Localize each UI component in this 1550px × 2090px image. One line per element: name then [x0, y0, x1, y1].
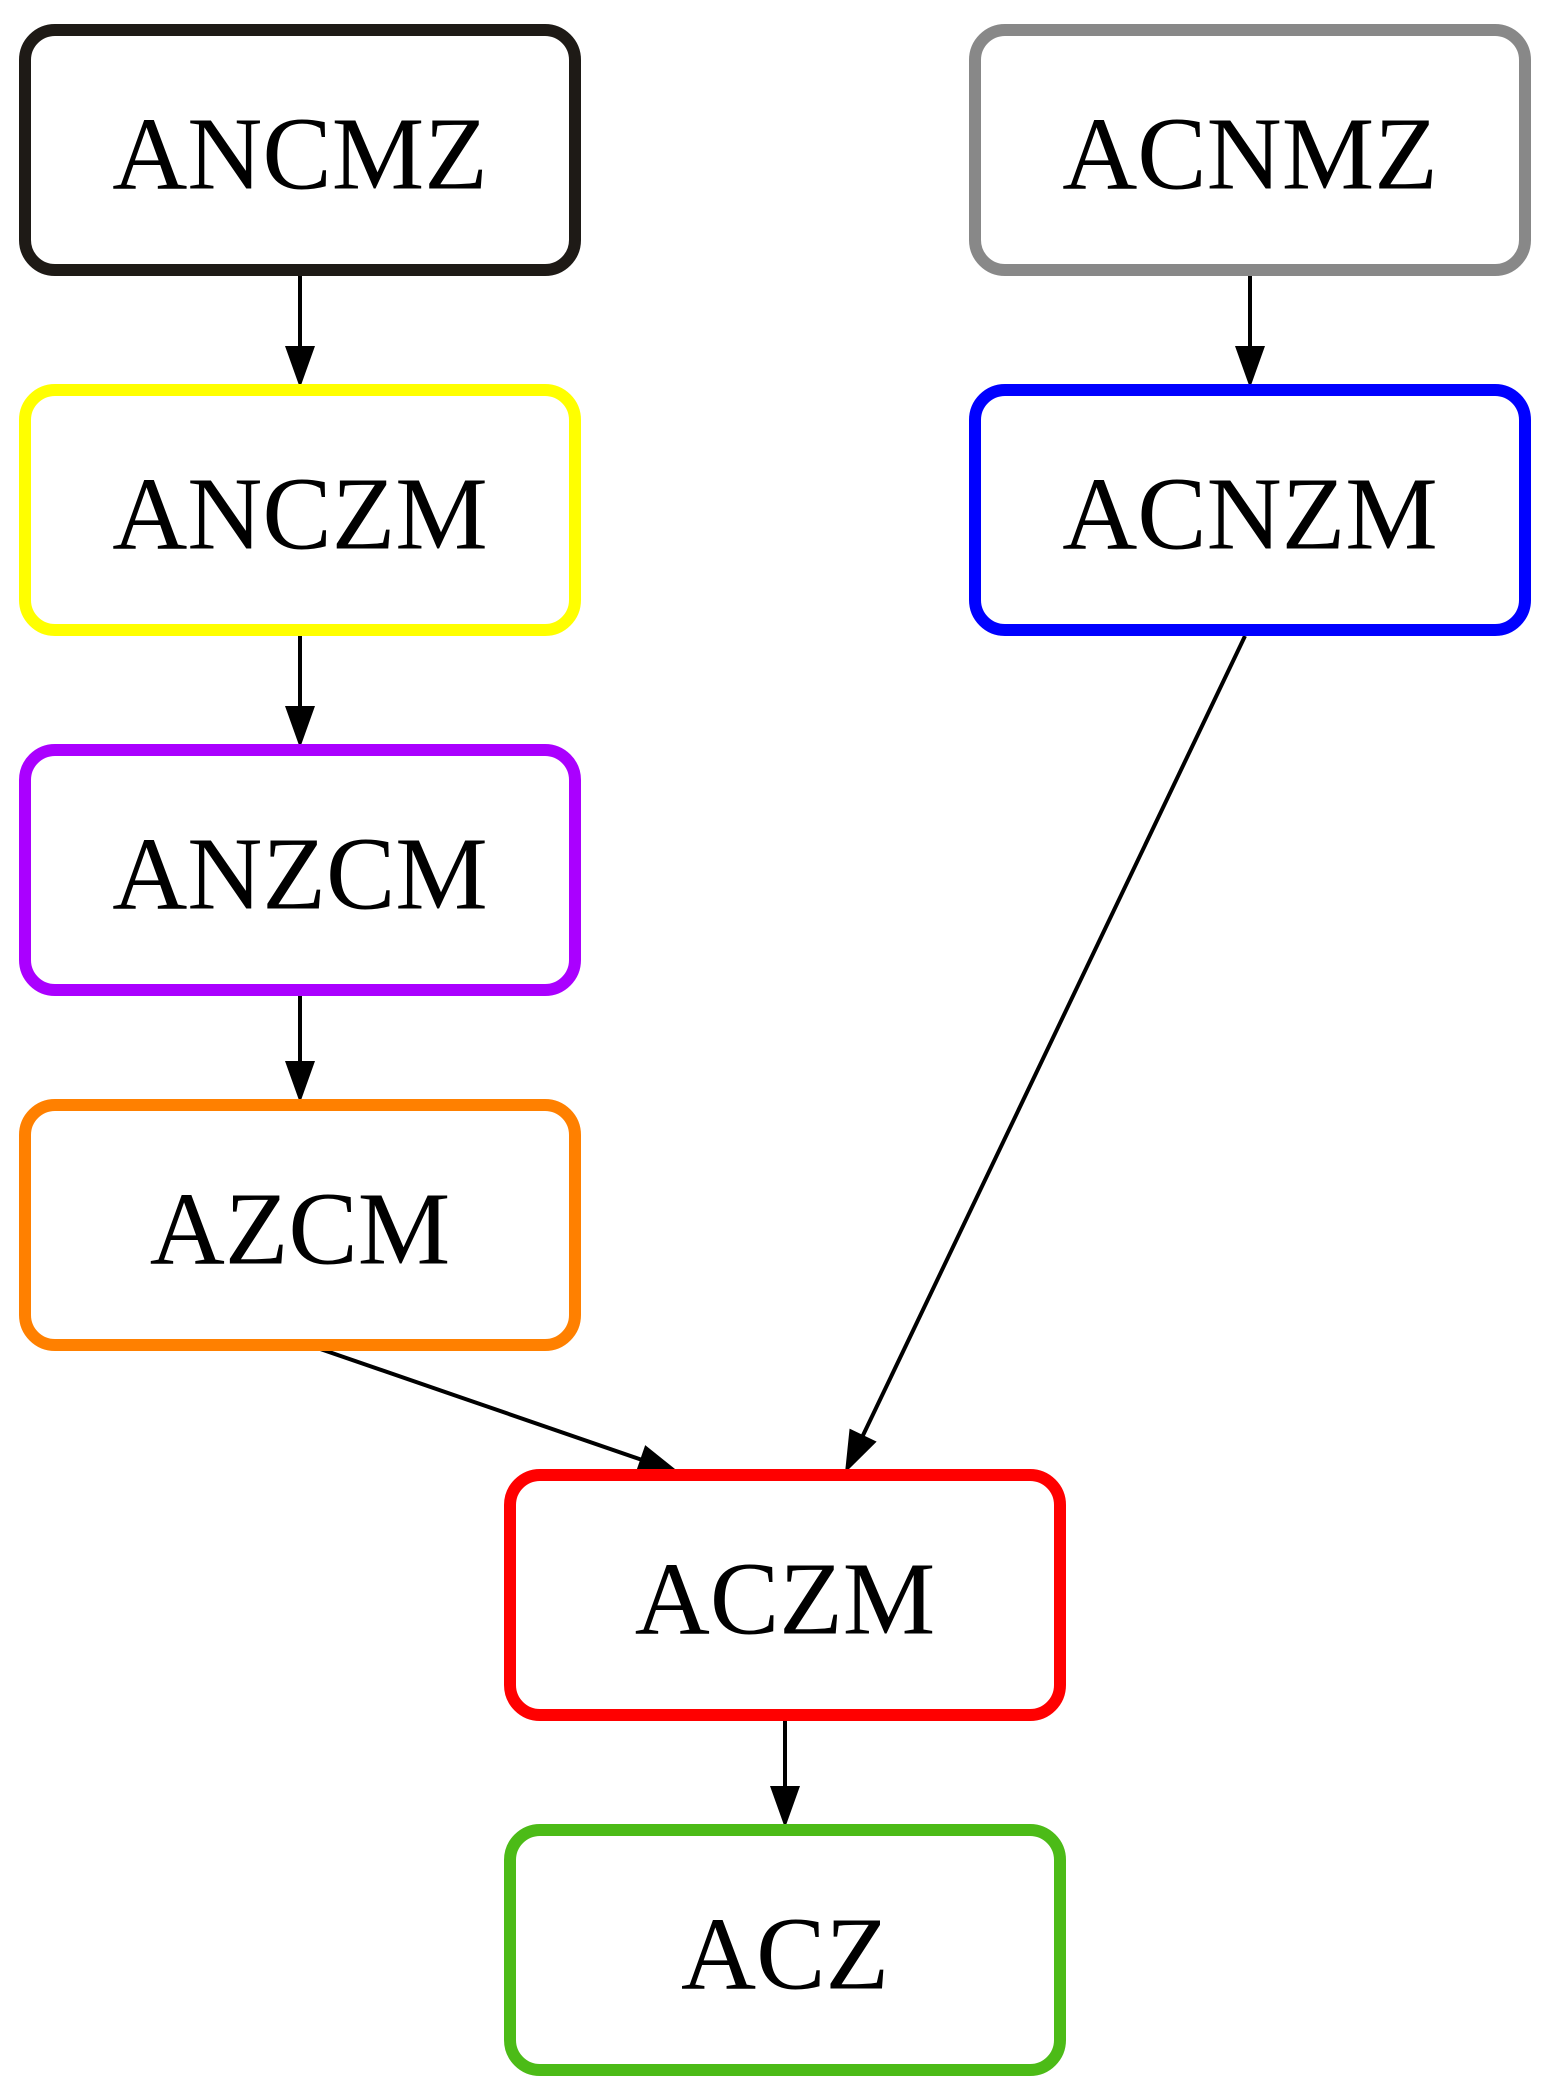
node-label: ANCZM	[112, 457, 488, 572]
node-box	[19, 1099, 581, 1351]
node-label: ACNMZ	[1062, 97, 1438, 212]
node-box	[19, 744, 581, 996]
node-anzcm: ANZCM	[19, 744, 581, 996]
node-acnzm: ACNZM	[969, 384, 1531, 636]
edge-line	[860, 635, 1247, 1438]
edge-anzcm-to-azcm	[285, 996, 315, 1103]
edge-acnzm-to-aczm	[845, 635, 1247, 1473]
node-acnmz: ACNMZ	[969, 24, 1531, 276]
node-azcm: AZCM	[19, 1099, 581, 1351]
nodes: ANCMZ ACNMZ ANCZM ACNZM ANZCM AZCM ACZM ACZ	[19, 24, 1531, 2076]
edge-azcm-to-aczm	[299, 1340, 680, 1474]
edge-line	[299, 1340, 643, 1462]
node-label: ACZM	[635, 1542, 935, 1657]
node-box	[969, 384, 1531, 636]
node-box	[504, 1469, 1066, 1721]
node-label: ACZ	[681, 1897, 889, 2012]
arrowhead	[1235, 346, 1265, 388]
node-aczm: ACZM	[504, 1469, 1066, 1721]
arrowhead	[285, 706, 315, 748]
arrowhead	[770, 1786, 800, 1828]
node-label: AZCM	[150, 1172, 450, 1287]
node-box	[504, 1824, 1066, 2076]
node-ancmz: ANCMZ	[19, 24, 581, 276]
node-label: ANCMZ	[112, 97, 488, 212]
node-anczm: ANCZM	[19, 384, 581, 636]
node-box	[969, 24, 1531, 276]
edge-aczm-to-acz	[770, 1721, 800, 1828]
arrowhead	[285, 346, 315, 388]
node-box	[19, 24, 581, 276]
arrowhead	[285, 1061, 315, 1103]
node-label: ANZCM	[112, 817, 488, 932]
edge-anczm-to-anzcm	[285, 636, 315, 748]
node-label: ACNZM	[1062, 457, 1438, 572]
arrowhead	[635, 1445, 680, 1474]
node-acz: ACZ	[504, 1824, 1066, 2076]
edge-acnmz-to-acnzm	[1235, 276, 1265, 388]
node-box	[19, 384, 581, 636]
edges	[285, 276, 1265, 1828]
arrowhead	[845, 1428, 877, 1473]
edge-ancmz-to-anczm	[285, 276, 315, 388]
